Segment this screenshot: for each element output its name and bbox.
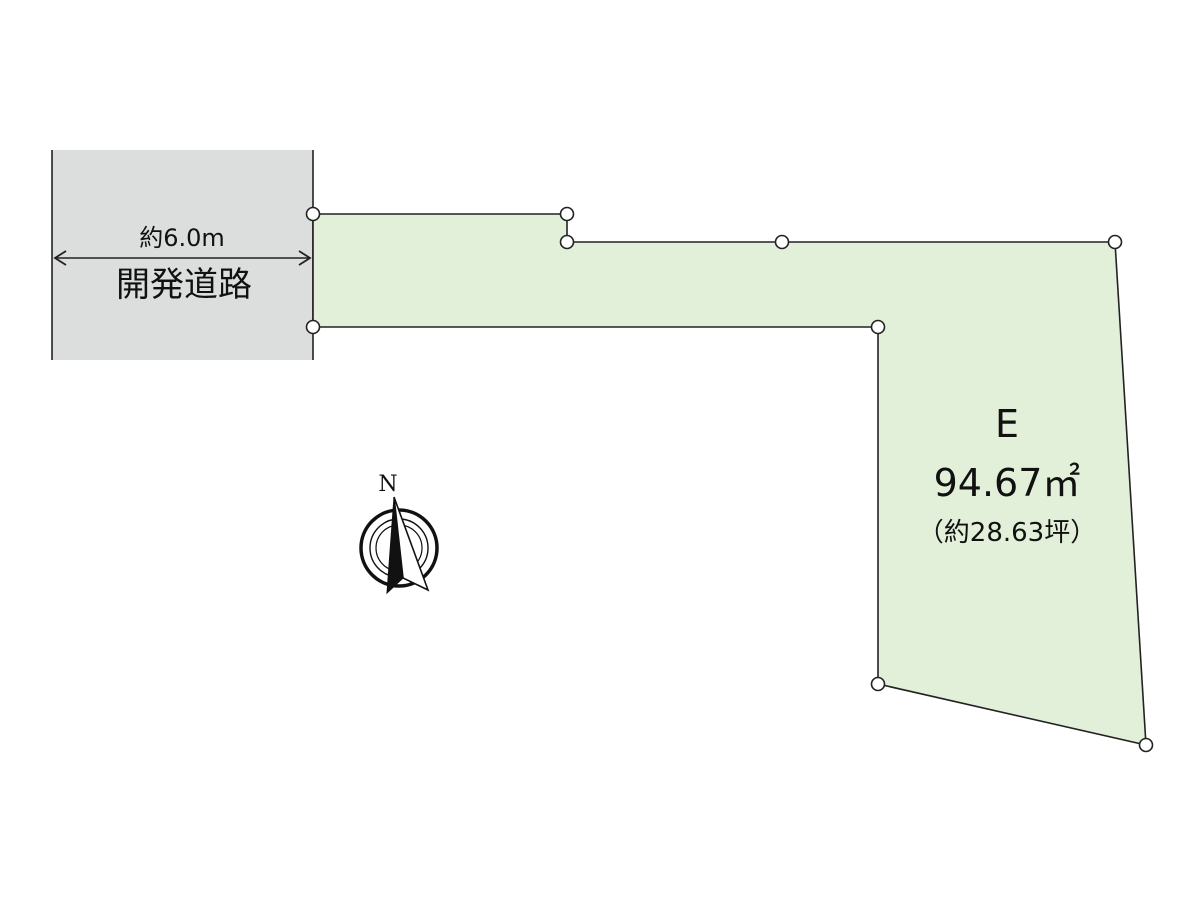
road-area [52, 150, 313, 360]
boundary-marker [559, 206, 575, 222]
boundary-marker [1138, 737, 1154, 753]
road-width-dimension-arrow [53, 250, 312, 266]
boundary-marker [1107, 234, 1123, 250]
boundary-marker [870, 319, 886, 335]
lot-area-tsubo-label: （約28.63坪） [918, 518, 1096, 548]
lot-area-label: 94.67㎡ [934, 461, 1081, 505]
north-arrow-icon: N [359, 472, 439, 595]
lot-id-label: E [995, 402, 1019, 446]
lot-e-parcel [312, 213, 1147, 747]
boundary-markers [305, 206, 1154, 753]
boundary-marker [870, 676, 886, 692]
road-width-label: 約6.0m [139, 224, 225, 252]
boundary-marker [559, 234, 575, 250]
compass-north-label: N [378, 472, 397, 497]
road-name-label: 開発道路 [116, 265, 252, 305]
boundary-marker [774, 234, 790, 250]
development-road: 約6.0m 開発道路 [51, 150, 314, 360]
boundary-marker [305, 206, 321, 222]
boundary-marker [305, 319, 321, 335]
